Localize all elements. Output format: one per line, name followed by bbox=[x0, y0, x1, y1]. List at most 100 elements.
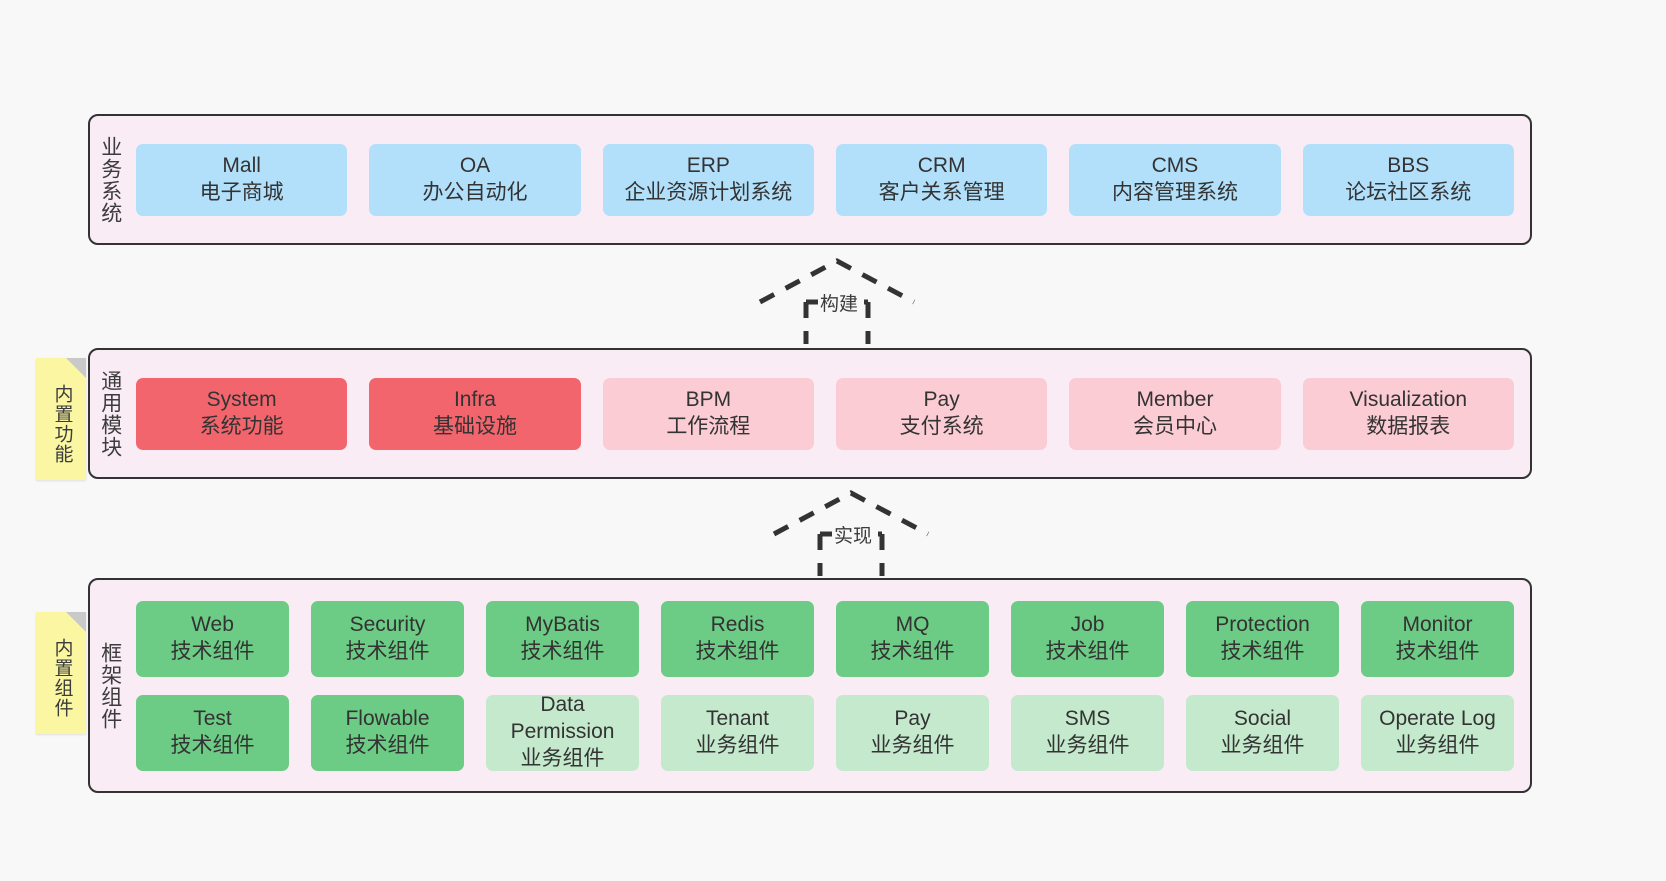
card-subtitle: 基础设施 bbox=[432, 414, 517, 438]
card-subtitle: 技术组件 bbox=[520, 639, 605, 663]
card-title: Social bbox=[1233, 706, 1292, 730]
card-redis[interactable]: Redis 技术组件 bbox=[661, 600, 814, 677]
card-title: System bbox=[206, 387, 277, 411]
card-subtitle: 技术组件 bbox=[1045, 639, 1130, 663]
card-title: Member bbox=[1136, 387, 1214, 411]
connector-label-implement: 实现 bbox=[832, 526, 875, 547]
card-title: CRM bbox=[917, 153, 966, 177]
card-title: Job bbox=[1070, 612, 1105, 636]
card-title: BPM bbox=[685, 387, 732, 411]
card-subtitle: 支付系统 bbox=[899, 414, 984, 438]
page-fold-icon bbox=[66, 612, 86, 632]
tier-label-modules: 通用模块 bbox=[98, 369, 122, 458]
card-title: SMS bbox=[1064, 706, 1111, 730]
card-subtitle: 办公自动化 bbox=[422, 180, 528, 204]
card-mq[interactable]: MQ 技术组件 bbox=[836, 600, 989, 677]
card-system[interactable]: System 系统功能 bbox=[136, 377, 348, 450]
card-subtitle: 技术组件 bbox=[170, 733, 255, 757]
card-subtitle: 技术组件 bbox=[345, 639, 430, 663]
card-title: Monitor bbox=[1402, 612, 1473, 636]
tier-framework-components: 框架组件 Web 技术组件 Security 技术组件 MyBatis 技术组件… bbox=[88, 578, 1532, 793]
card-title: OA bbox=[459, 153, 491, 177]
card-mybatis[interactable]: MyBatis 技术组件 bbox=[486, 600, 639, 677]
card-title: Tenant bbox=[705, 706, 770, 730]
card-title: Web bbox=[191, 612, 234, 636]
card-subtitle: 技术组件 bbox=[1395, 639, 1480, 663]
sticky-note-builtin-features: 内置功能 bbox=[36, 358, 86, 480]
card-subtitle: 工作流程 bbox=[666, 414, 751, 438]
card-subtitle: 技术组件 bbox=[695, 639, 780, 663]
card-monitor[interactable]: Monitor 技术组件 bbox=[1361, 600, 1514, 677]
tier-business-systems: 业务系统 Mall 电子商城 OA 办公自动化 ERP 企业资源计划系统 CRM… bbox=[88, 114, 1532, 245]
card-bbs[interactable]: BBS 论坛社区系统 bbox=[1302, 143, 1514, 216]
card-infra[interactable]: Infra 基础设施 bbox=[369, 377, 581, 450]
card-subtitle: 业务组件 bbox=[1395, 733, 1480, 757]
card-social[interactable]: Social 业务组件 bbox=[1186, 694, 1339, 771]
card-mall[interactable]: Mall 电子商城 bbox=[136, 143, 348, 216]
card-subtitle: 技术组件 bbox=[1220, 639, 1305, 663]
tier-label-business: 业务系统 bbox=[98, 135, 122, 224]
card-title: Redis bbox=[710, 612, 765, 636]
card-test[interactable]: Test 技术组件 bbox=[136, 694, 289, 771]
card-flowable[interactable]: Flowable 技术组件 bbox=[311, 694, 464, 771]
page-fold-icon bbox=[66, 358, 86, 378]
card-row: Web 技术组件 Security 技术组件 MyBatis 技术组件 Redi… bbox=[136, 600, 1514, 677]
card-visualization[interactable]: Visualization 数据报表 bbox=[1302, 377, 1514, 450]
card-title: Protection bbox=[1215, 612, 1310, 636]
card-title: Infra bbox=[453, 387, 496, 411]
card-title: Mall bbox=[222, 153, 261, 177]
card-row: Mall 电子商城 OA 办公自动化 ERP 企业资源计划系统 CRM 客户关系… bbox=[136, 143, 1514, 216]
card-bpm[interactable]: BPM 工作流程 bbox=[602, 377, 814, 450]
card-row: Test 技术组件 Flowable 技术组件 Data Permission … bbox=[136, 693, 1514, 771]
card-security[interactable]: Security 技术组件 bbox=[311, 600, 464, 677]
card-subtitle: 业务组件 bbox=[695, 733, 780, 757]
card-subtitle: 企业资源计划系统 bbox=[624, 180, 793, 204]
connector-implement: 实现 bbox=[766, 490, 936, 576]
card-tenant[interactable]: Tenant 业务组件 bbox=[661, 694, 814, 771]
sticky-note-label: 内置功能 bbox=[51, 384, 73, 464]
card-subtitle: 技术组件 bbox=[870, 639, 955, 663]
card-subtitle: 技术组件 bbox=[345, 733, 430, 757]
card-subtitle: 业务组件 bbox=[1220, 733, 1305, 757]
card-operate-log[interactable]: Operate Log 业务组件 bbox=[1361, 694, 1514, 771]
connector-label-build: 构建 bbox=[818, 294, 861, 315]
connector-build: 构建 bbox=[752, 258, 922, 344]
card-title: MQ bbox=[895, 612, 930, 636]
tier-body-business: Mall 电子商城 OA 办公自动化 ERP 企业资源计划系统 CRM 客户关系… bbox=[130, 116, 1530, 243]
card-protection[interactable]: Protection 技术组件 bbox=[1186, 600, 1339, 677]
card-title: MyBatis bbox=[525, 612, 600, 636]
card-sms[interactable]: SMS 业务组件 bbox=[1011, 694, 1164, 771]
card-subtitle: 内容管理系统 bbox=[1111, 180, 1238, 204]
card-subtitle: 会员中心 bbox=[1132, 414, 1217, 438]
card-title: Pay bbox=[923, 387, 960, 411]
tier-body-modules: System 系统功能 Infra 基础设施 BPM 工作流程 Pay 支付系统… bbox=[130, 350, 1530, 477]
card-cms[interactable]: CMS 内容管理系统 bbox=[1069, 143, 1281, 216]
tier-label-frame: 框架组件 bbox=[98, 641, 122, 730]
card-pay-module[interactable]: Pay 支付系统 bbox=[835, 377, 1048, 450]
card-crm[interactable]: CRM 客户关系管理 bbox=[835, 143, 1048, 216]
card-job[interactable]: Job 技术组件 bbox=[1011, 600, 1164, 677]
card-data-permission[interactable]: Data Permission 业务组件 bbox=[486, 693, 639, 771]
card-web[interactable]: Web 技术组件 bbox=[136, 600, 289, 677]
card-pay-component[interactable]: Pay 业务组件 bbox=[836, 694, 989, 771]
card-oa[interactable]: OA 办公自动化 bbox=[369, 143, 581, 216]
tier-body-frame: Web 技术组件 Security 技术组件 MyBatis 技术组件 Redi… bbox=[130, 580, 1530, 791]
card-erp[interactable]: ERP 企业资源计划系统 bbox=[602, 143, 814, 216]
card-title: Data Permission bbox=[510, 693, 615, 744]
sticky-note-builtin-components: 内置组件 bbox=[36, 612, 86, 734]
card-subtitle: 技术组件 bbox=[170, 639, 255, 663]
card-subtitle: 数据报表 bbox=[1366, 414, 1451, 438]
card-title: Pay bbox=[894, 706, 931, 730]
card-subtitle: 系统功能 bbox=[199, 414, 284, 438]
card-title: Security bbox=[349, 612, 426, 636]
card-row: System 系统功能 Infra 基础设施 BPM 工作流程 Pay 支付系统… bbox=[136, 377, 1514, 450]
card-title: Visualization bbox=[1349, 387, 1468, 411]
tier-common-modules: 通用模块 System 系统功能 Infra 基础设施 BPM 工作流程 Pay… bbox=[88, 348, 1532, 479]
card-subtitle: 业务组件 bbox=[870, 733, 955, 757]
sticky-note-label: 内置组件 bbox=[51, 638, 73, 718]
card-member[interactable]: Member 会员中心 bbox=[1069, 377, 1281, 450]
card-title: Flowable bbox=[345, 706, 430, 730]
card-subtitle: 业务组件 bbox=[1045, 733, 1130, 757]
card-title: ERP bbox=[686, 153, 730, 177]
